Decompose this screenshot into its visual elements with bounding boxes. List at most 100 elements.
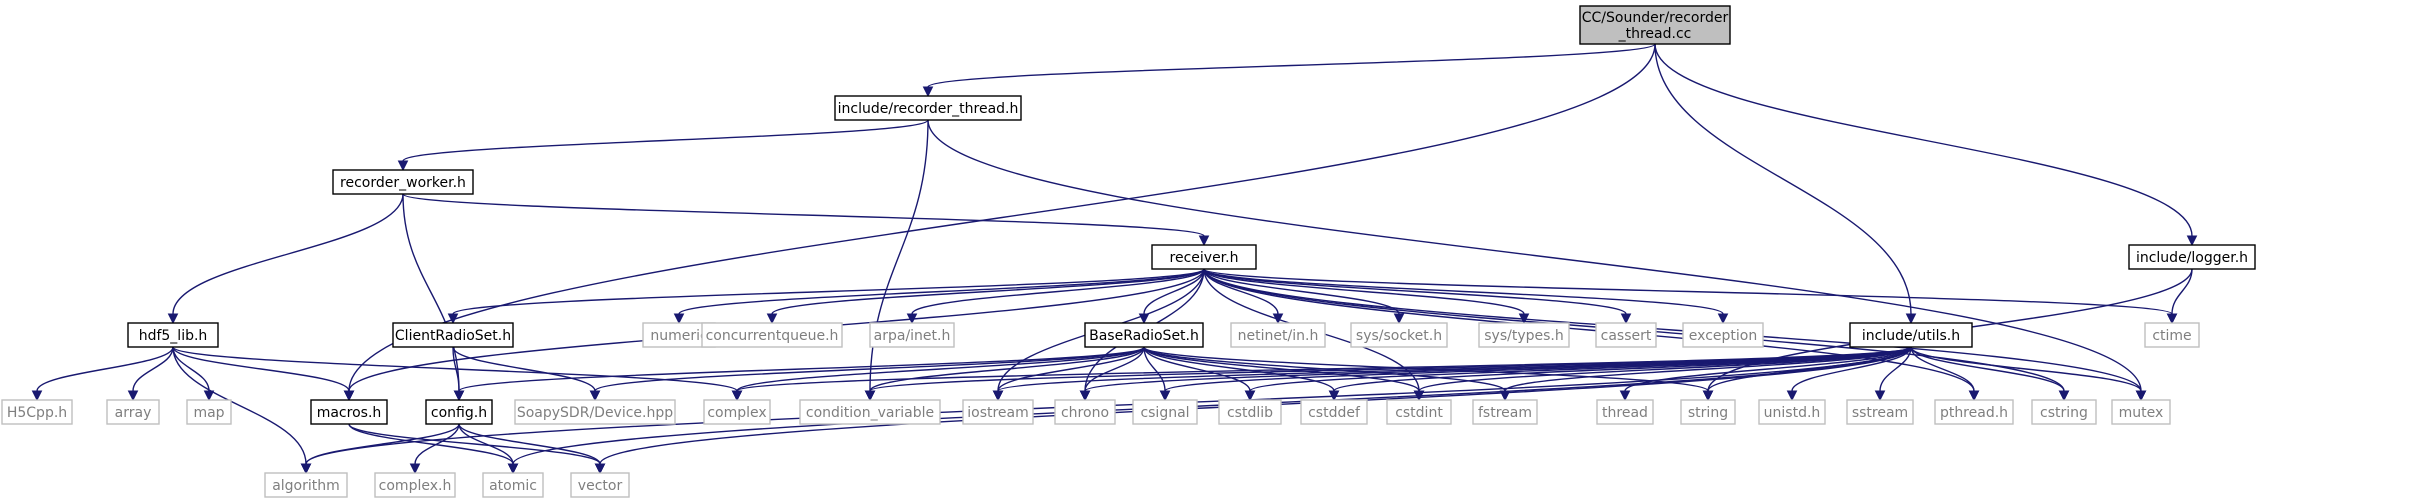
node-csignal[interactable]: csignal [1132, 399, 1198, 425]
node-label: netinet/in.h [1238, 328, 1319, 344]
edge-config_h-to-algorithm [300, 423, 460, 475]
node-baseradioset-h[interactable]: BaseRadioSet.h [1084, 322, 1204, 348]
edge-recorder_worker_h-to-hdf5_lib_h [167, 193, 404, 325]
edge-utils_h-to-unistd_h [1786, 346, 1912, 402]
node-label: receiver.h [1170, 250, 1239, 266]
node-hdf5-lib-h[interactable]: hdf5_lib.h [127, 322, 219, 348]
edge-config_h-to-complex_h [409, 423, 460, 475]
node-logger-h[interactable]: include/logger.h [2128, 244, 2256, 270]
node-map[interactable]: map [186, 399, 232, 425]
edge-root-to-utils_h [1654, 43, 1917, 325]
node-box [962, 399, 1034, 425]
node-label: mutex [2119, 405, 2164, 421]
edge-utils_h-to-pthread_h [1910, 346, 1980, 402]
node-pthread-h[interactable]: pthread.h [1934, 399, 2014, 425]
node-vector[interactable]: vector [570, 472, 630, 498]
node-atomic[interactable]: atomic [482, 472, 544, 498]
node-label: include/utils.h [1862, 328, 1960, 344]
node-label: include/recorder_thread.h [838, 101, 1019, 117]
node-box [834, 95, 1022, 121]
edge-receiver_h-to-ctime [1203, 268, 2178, 325]
node-label: include/logger.h [2136, 250, 2248, 266]
node-cstddef[interactable]: cstddef [1300, 399, 1368, 425]
node-h5cpp-h[interactable]: H5Cpp.h [1, 399, 73, 425]
node-arpa-inet-h[interactable]: arpa/inet.h [869, 322, 955, 348]
node-label: cassert [1601, 328, 1652, 344]
node-label: arpa/inet.h [874, 328, 951, 344]
edge-receiver_h-to-numeric [673, 268, 1205, 325]
node-label: sys/types.h [1484, 328, 1563, 344]
node-ctime[interactable]: ctime [2144, 322, 2200, 348]
node-iostream[interactable]: iostream [962, 399, 1034, 425]
node-mutex[interactable]: mutex [2111, 399, 2171, 425]
node-macros-h[interactable]: macros.h [310, 399, 388, 425]
node-layer: CC/Sounder/recorder_thread.cc include/rec… [1, 5, 2256, 498]
node-label: pthread.h [1940, 405, 2008, 421]
node-config-h[interactable]: config.h [425, 399, 493, 425]
node-label: hdf5_lib.h [139, 328, 208, 344]
node-box [2128, 244, 2256, 270]
node-box [106, 399, 160, 425]
node-cassert[interactable]: cassert [1595, 322, 1657, 348]
edge-macros_h-to-atomic [348, 423, 519, 475]
edge-recorder_thread_h-to-recorder_worker_h [397, 119, 929, 172]
node-label: cstdint [1395, 405, 1443, 421]
node-label: array [115, 405, 152, 421]
node-box [1478, 322, 1570, 348]
node-cstring[interactable]: cstring [2031, 399, 2097, 425]
node-sys-types-h[interactable]: sys/types.h [1478, 322, 1570, 348]
node-string[interactable]: string [1680, 399, 1736, 425]
node-array[interactable]: array [106, 399, 160, 425]
node-complex[interactable]: complex [703, 399, 771, 425]
node-label: iostream [967, 405, 1029, 421]
node-exception[interactable]: exception [1682, 322, 1764, 348]
node-thread[interactable]: thread [1596, 399, 1654, 425]
node-sys-socket-h[interactable]: sys/socket.h [1350, 322, 1448, 348]
node-receiver-h[interactable]: receiver.h [1151, 244, 1257, 270]
node-box [310, 399, 388, 425]
edge-clientradioset_h-to-soapysdr_device_hpp [452, 346, 601, 402]
node-soapysdr-device-hpp[interactable]: SoapySDR/Device.hpp [514, 399, 676, 425]
edge-receiver_h-to-exception [1203, 268, 1729, 325]
node-box [1230, 322, 1326, 348]
node-label: exception [1689, 328, 1757, 344]
node-fstream[interactable]: fstream [1472, 399, 1538, 425]
node-box [1132, 399, 1198, 425]
node-netinet-in-h[interactable]: netinet/in.h [1230, 322, 1326, 348]
edge-utils_h-to-cstring [1910, 346, 2070, 402]
node-recorder-thread-h[interactable]: include/recorder_thread.h [834, 95, 1022, 121]
node-box [1596, 399, 1654, 425]
node-clientradioset-h[interactable]: ClientRadioSet.h [392, 322, 514, 348]
node-root[interactable]: CC/Sounder/recorder_thread.cc [1579, 5, 1731, 45]
edge-baseradioset_h-to-config_h [453, 346, 1145, 402]
node-label: _thread.cc [1618, 26, 1692, 42]
node-concurrentqueue-h[interactable]: concurrentqueue.h [701, 322, 843, 348]
node-label: SoapySDR/Device.hpp [517, 405, 673, 421]
node-box [425, 399, 493, 425]
node-unistd-h[interactable]: unistd.h [1758, 399, 1826, 425]
node-box [1849, 322, 1973, 348]
node-box [482, 472, 544, 498]
node-complex-h[interactable]: complex.h [374, 472, 456, 498]
edge-utils_h-to-complex [731, 346, 1912, 402]
edge-receiver_h-to-cassert [1203, 268, 1632, 325]
node-box [1680, 399, 1736, 425]
node-recorder-worker-h[interactable]: recorder_worker.h [332, 169, 474, 195]
node-label: CC/Sounder/recorder [1582, 10, 1729, 26]
node-box [1054, 399, 1116, 425]
node-sstream[interactable]: sstream [1846, 399, 1914, 425]
node-cstdlib[interactable]: cstdlib [1218, 399, 1282, 425]
edge-hdf5_lib_h-to-h5cpp_h [31, 346, 174, 402]
node-condition-variable[interactable]: condition_variable [799, 399, 941, 425]
node-algorithm[interactable]: algorithm [264, 472, 348, 498]
node-label: ctime [2152, 328, 2191, 344]
node-box [1472, 399, 1538, 425]
node-label: config.h [431, 405, 487, 421]
node-chrono[interactable]: chrono [1054, 399, 1116, 425]
node-box [514, 399, 676, 425]
node-utils-h[interactable]: include/utils.h [1849, 322, 1973, 348]
node-box [2031, 399, 2097, 425]
node-cstdint[interactable]: cstdint [1386, 399, 1452, 425]
node-box [570, 472, 630, 498]
node-label: sstream [1852, 405, 1908, 421]
